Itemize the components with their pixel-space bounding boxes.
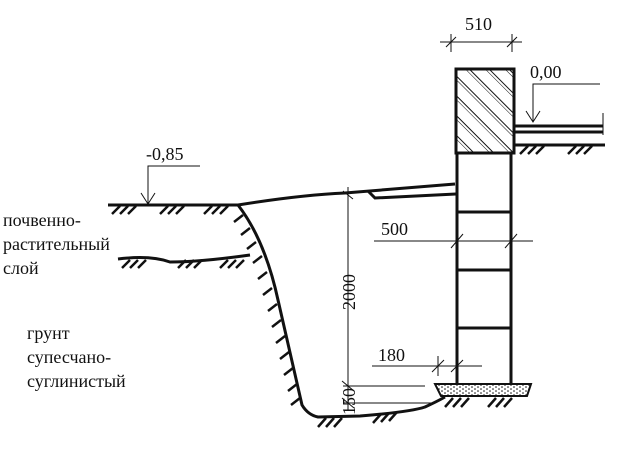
hatch-mark [287,383,298,392]
pit-outline [236,204,446,419]
level-floor-label: 0,00 [530,62,562,82]
hatch-mark [460,397,470,408]
hatch-mark [227,259,237,269]
hatch-mark [211,205,221,215]
hatch-mark [325,417,335,428]
hatch-mark [129,259,139,269]
wall-upper-block [454,67,516,155]
hatch-mark [444,397,454,408]
hatch-mark [519,145,529,155]
hatch-mark [185,259,195,269]
dim-180: 180 [372,345,482,376]
ground-line [108,182,456,207]
hatch-mark [527,145,537,155]
hatch-mark [167,205,177,215]
hatch-mark [119,205,129,215]
sand-cushion [433,383,533,397]
dim-150: 150 [339,380,432,415]
hatch-mark [380,412,390,423]
hatch-mark [575,145,585,155]
hatch-mark [567,145,577,155]
level-floor-mark: 0,00 [525,62,600,123]
soil-label-line1: грунт [27,323,70,343]
hatch-mark [137,259,147,269]
hatch-mark [333,417,343,428]
dim-2000: 2000 [339,187,359,410]
hatch-mark [503,397,513,408]
dim-180-label: 180 [378,345,405,365]
topsoil-label-line2: растительный [3,234,110,254]
hatch-mark [175,205,185,215]
hatch-mark [262,287,273,296]
hatch-mark [317,417,327,428]
hatch-mark [267,303,278,312]
hatch-mark [127,205,137,215]
hatch-mark [583,145,593,155]
hatch-mark [252,255,263,264]
foundation-wall [455,153,513,384]
topsoil-label-line3: слой [3,258,39,278]
dim-510: 510 [440,14,522,52]
dim-150-label: 150 [339,388,359,415]
hatch-mark [246,241,257,250]
hatch-mark [452,397,462,408]
hatch-mark [203,205,213,215]
hatch-mark [193,259,203,269]
hatch-mark [487,397,497,408]
level-ground-label: -0,85 [146,144,184,164]
soil-label-line3: суглинистый [27,371,126,391]
hatch-mark [257,271,268,280]
hatch-mark [283,367,294,376]
floor-slab [514,113,605,147]
topsoil-label-line1: почвенно- [3,210,81,230]
soil-label-line2: супесчано- [27,347,111,367]
hatch-mark [233,214,244,223]
hatch-mark [279,351,290,360]
dim-500-label: 500 [381,219,408,239]
hatch-mark [111,205,121,215]
level-ground-mark: -0,85 [140,144,200,205]
blind-area [366,189,457,200]
hatch-mark [495,397,505,408]
hatch-mark [372,413,382,424]
hatch-mark [159,205,169,215]
dim-500: 500 [374,219,533,249]
hatch-mark [177,259,187,269]
hatch-mark [240,227,251,236]
hatch-mark [388,411,398,422]
hatch-mark [271,319,282,328]
dim-510-label: 510 [465,14,492,34]
hatch-mark [121,259,131,269]
hatch-mark [219,205,229,215]
dim-2000-label: 2000 [339,274,359,310]
hatch-mark [219,259,229,269]
hatch-mark [275,335,286,344]
hatch-mark [235,259,245,269]
hatch-mark [290,397,301,406]
hatch-mark [535,145,545,155]
topsoil-boundary [117,253,251,264]
ground-hatching [111,145,593,428]
